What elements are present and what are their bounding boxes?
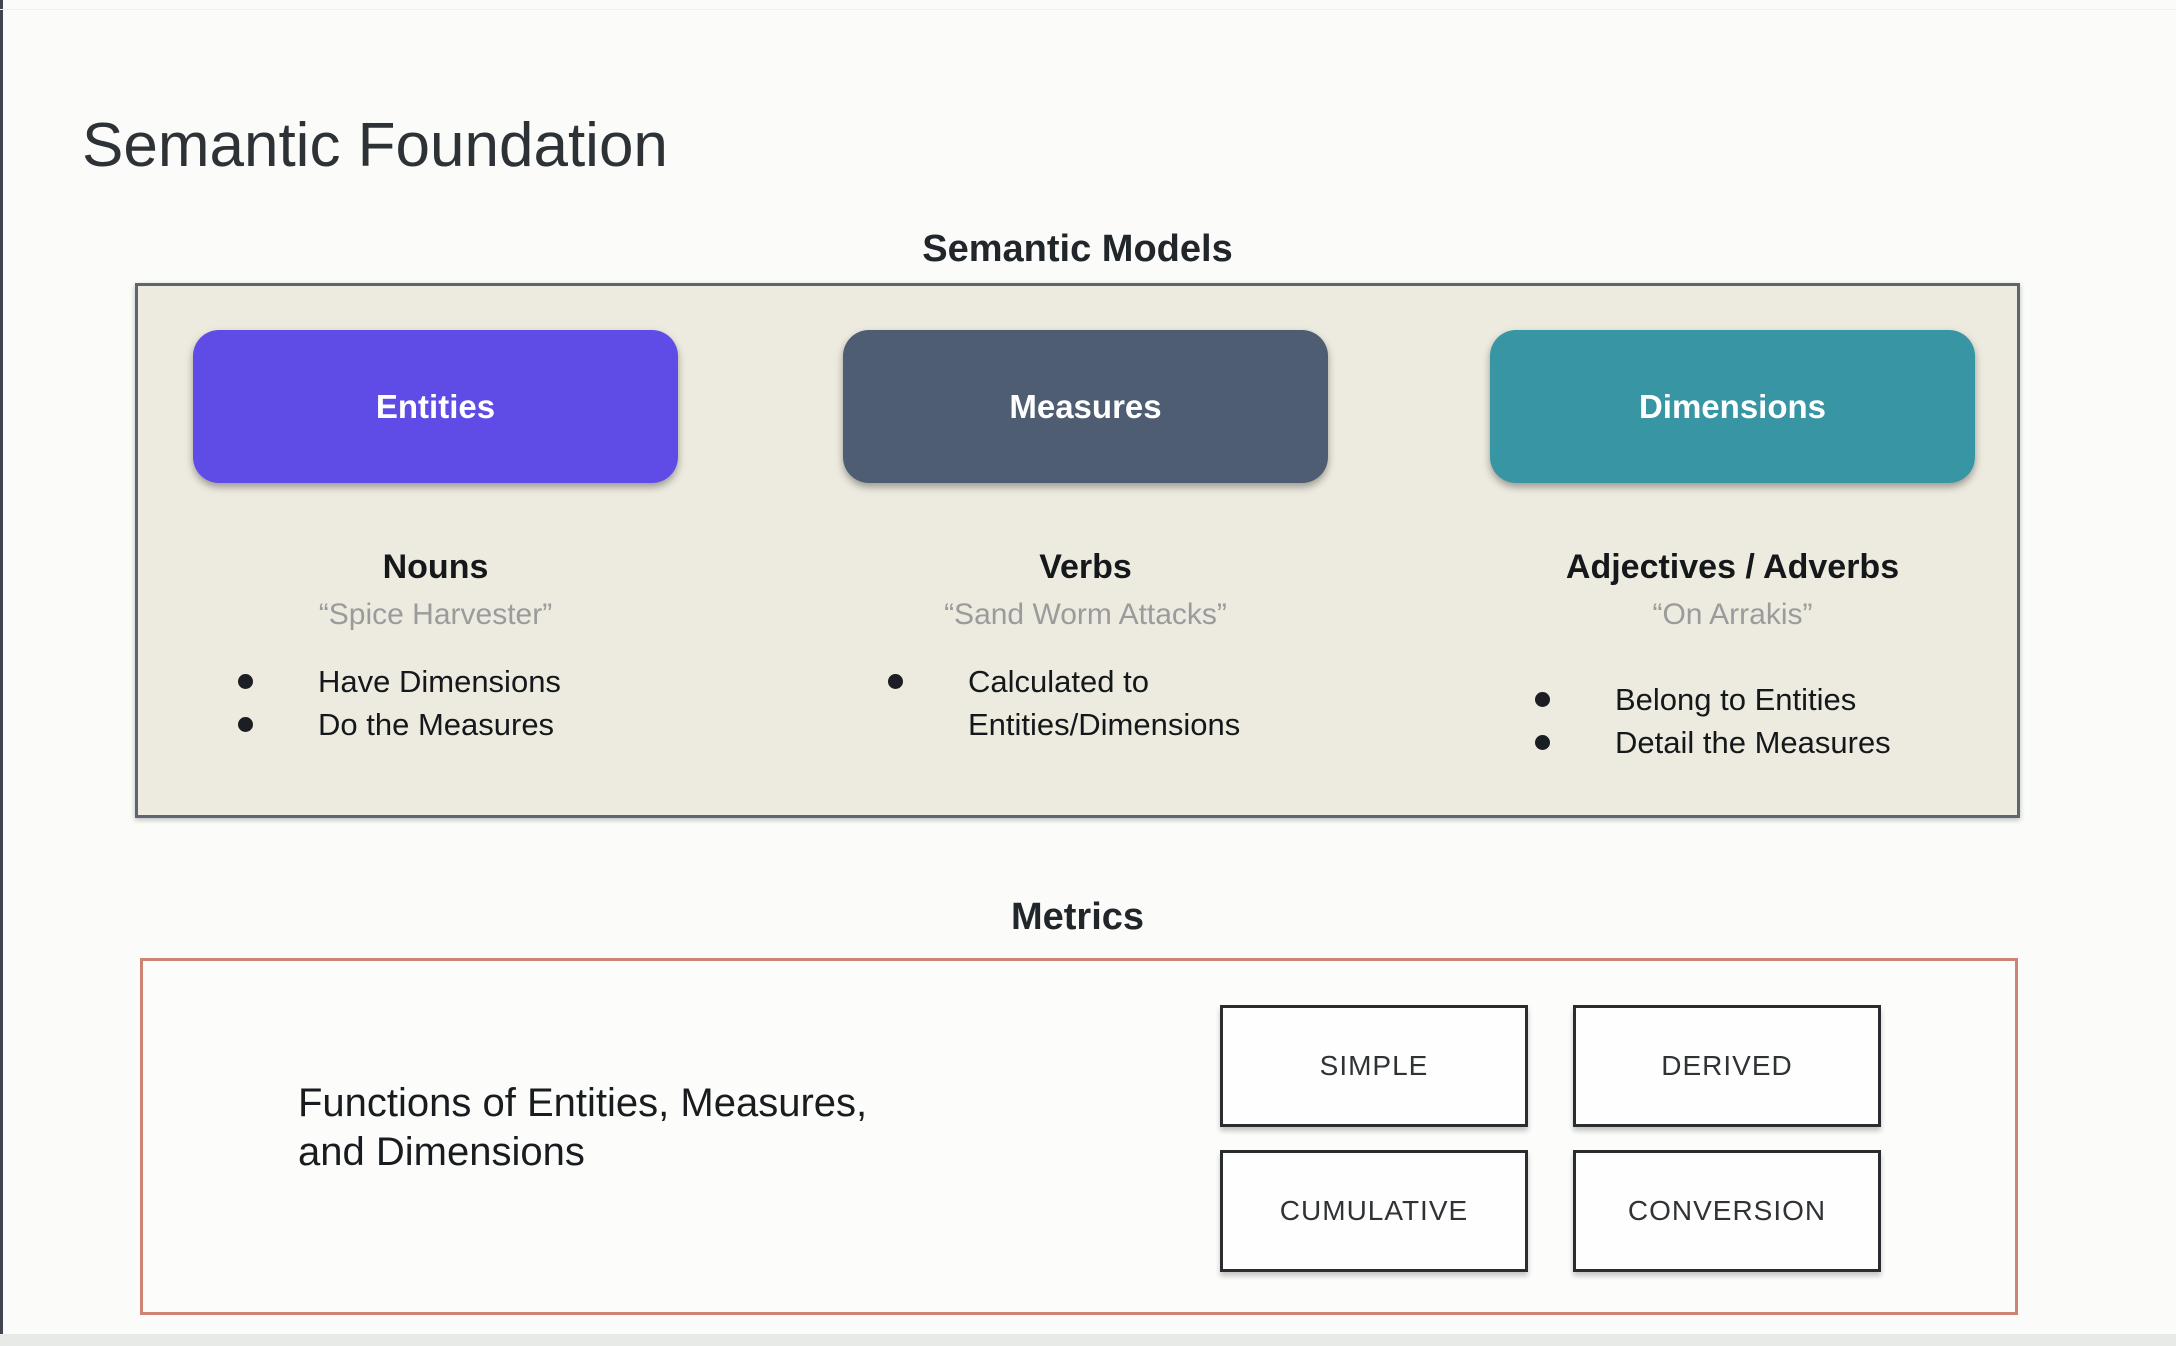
window-left-edge	[0, 0, 3, 1346]
entities-column: Entities Nouns “Spice Harvester” Have Di…	[193, 286, 678, 815]
bullet-item: Detail the Measures	[1490, 721, 1891, 764]
bullet-item: Belong to Entities	[1490, 678, 1891, 721]
metrics-description-line2: and Dimensions	[298, 1130, 585, 1174]
entities-quote: “Spice Harvester”	[318, 598, 553, 631]
dimensions-column: Dimensions Adjectives / Adverbs “On Arra…	[1490, 286, 1975, 815]
bullet-item: Calculated to Entities/Dimensions	[843, 660, 1328, 746]
metric-type-simple: SIMPLE	[1220, 1005, 1528, 1127]
window-top-edge	[0, 9, 2176, 10]
measures-bullet-list: Calculated to Entities/Dimensions	[843, 660, 1328, 746]
entities-subtitle: Nouns	[382, 548, 489, 586]
metrics-panel: Functions of Entities, Measures, and Dim…	[140, 958, 2018, 1315]
metric-type-derived: DERIVED	[1573, 1005, 1881, 1127]
metric-type-cumulative: CUMULATIVE	[1220, 1150, 1528, 1272]
measures-column: Measures Verbs “Sand Worm Attacks” Calcu…	[843, 286, 1328, 815]
measures-subtitle: Verbs	[1039, 548, 1132, 586]
dimensions-subtitle: Adjectives / Adverbs	[1565, 548, 1900, 586]
bullet-item: Have Dimensions	[193, 660, 561, 703]
dimensions-quote: “On Arrakis”	[1652, 598, 1813, 631]
dimensions-pill: Dimensions	[1490, 330, 1975, 483]
page-title: Semantic Foundation	[82, 110, 668, 180]
dimensions-bullet-list: Belong to Entities Detail the Measures	[1490, 678, 1891, 764]
window-bottom-strip	[0, 1334, 2176, 1346]
metrics-heading: Metrics	[1010, 896, 1145, 938]
metric-type-conversion: CONVERSION	[1573, 1150, 1881, 1272]
metrics-description: Functions of Entities, Measures, and Dim…	[298, 1079, 867, 1177]
semantic-models-heading: Semantic Models	[922, 228, 1233, 270]
entities-bullet-list: Have Dimensions Do the Measures	[193, 660, 561, 746]
metrics-description-line1: Functions of Entities, Measures,	[298, 1081, 868, 1125]
measures-quote: “Sand Worm Attacks”	[944, 598, 1227, 631]
bullet-item: Do the Measures	[193, 703, 561, 746]
entities-pill: Entities	[193, 330, 678, 483]
measures-pill: Measures	[843, 330, 1328, 483]
semantic-models-panel: Entities Nouns “Spice Harvester” Have Di…	[135, 283, 2020, 818]
